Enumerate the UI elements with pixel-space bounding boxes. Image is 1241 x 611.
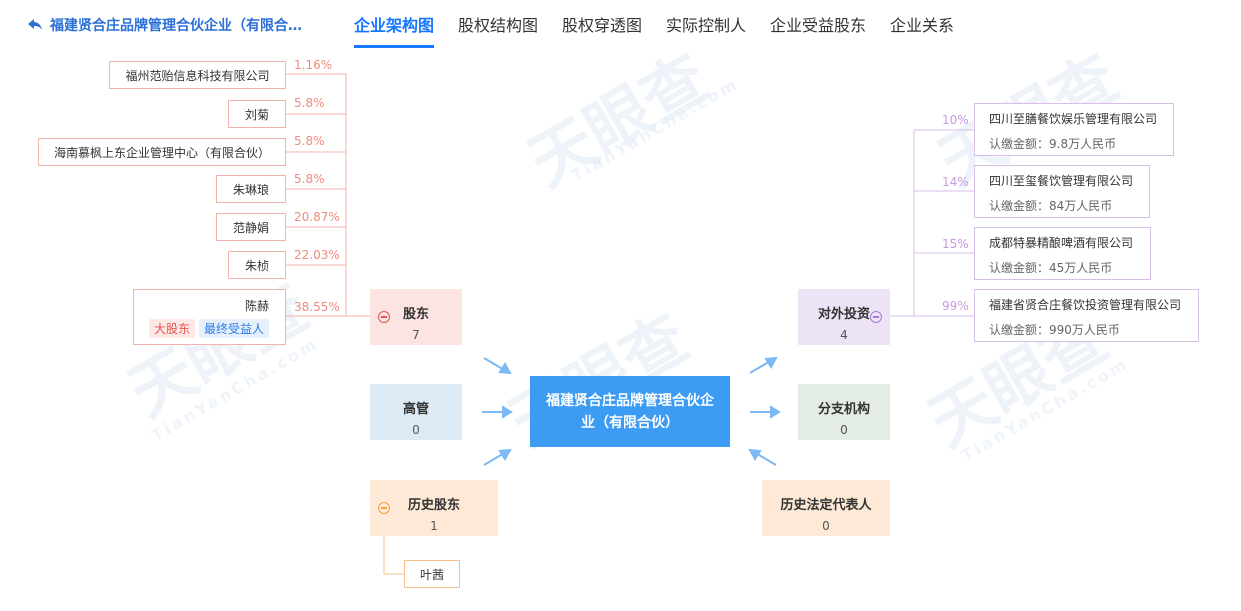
shareholder-item[interactable]: 范静娟 (216, 213, 286, 241)
shareholder-pct: 5.8% (294, 172, 325, 186)
category-label: 分支机构 (817, 402, 870, 417)
ultimate-beneficiary-badge: 最终受益人 (198, 319, 269, 338)
shareholder-name: 福州范贻信息科技有限公司 (125, 68, 270, 83)
collapse-icon[interactable] (870, 311, 882, 323)
investment-name: 四川至膳餐饮娱乐管理有限公司 (989, 112, 1158, 126)
category-count: 4 (840, 328, 848, 342)
back-arrow-icon (28, 19, 42, 30)
shareholder-pct: 1.16% (294, 58, 333, 72)
tab-equity-penetration[interactable]: 股权穿透图 (562, 16, 643, 35)
shareholder-name: 朱桢 (244, 258, 269, 273)
investment-amount: 认缴金额：45万人民币 (989, 261, 1113, 275)
shareholder-item[interactable]: 海南慕枫上东企业管理中心（有限合伙） (38, 138, 286, 166)
collapse-icon[interactable] (378, 311, 390, 323)
category-label: 股东 (402, 307, 429, 322)
major-shareholder-badge: 大股东 (148, 319, 195, 338)
center-company-name: 福建贤合庄品牌管理合伙企业（有限合伙） (546, 392, 714, 431)
category-count: 0 (822, 519, 830, 533)
back-link[interactable]: 福建贤合庄品牌管理合伙企业（有限合… (28, 13, 302, 37)
shareholder-name: 范静娟 (232, 220, 269, 235)
investment-amount: 认缴金额：84万人民币 (989, 199, 1113, 213)
active-tab-indicator (354, 45, 434, 48)
shareholder-item[interactable]: 福州范贻信息科技有限公司 (109, 61, 286, 89)
investment-amount: 认缴金额：990万人民币 (989, 323, 1120, 337)
tab-actual-controller[interactable]: 实际控制人 (666, 16, 747, 35)
history-shareholder-name: 叶茜 (419, 567, 444, 582)
category-count: 0 (840, 423, 848, 437)
investments-category[interactable]: 对外投资 4 (798, 289, 890, 345)
investment-item[interactable]: 四川至玺餐饮管理有限公司 认缴金额：84万人民币 (974, 165, 1150, 218)
investment-pct: 15% (942, 237, 969, 251)
tab-enterprise-relations[interactable]: 企业关系 (890, 16, 955, 35)
history-legal-rep-category[interactable]: 历史法定代表人 0 (762, 480, 890, 536)
tab-equity-structure[interactable]: 股权结构图 (458, 16, 539, 35)
shareholder-pct: 5.8% (294, 96, 325, 110)
history-shareholders-category[interactable]: 历史股东 1 (370, 480, 498, 536)
investment-pct: 99% (942, 299, 969, 313)
shareholder-name: 海南慕枫上东企业管理中心（有限合伙） (53, 145, 270, 160)
branches-category[interactable]: 分支机构 0 (798, 384, 890, 440)
center-company-node[interactable]: 福建贤合庄品牌管理合伙企业（有限合伙） (530, 376, 730, 447)
category-label: 历史法定代表人 (780, 498, 872, 513)
shareholder-name: 陈赫 (244, 299, 269, 313)
major-shareholder-card[interactable]: 陈赫 大股东 最终受益人 (133, 289, 286, 345)
investment-amount: 认缴金额：9.8万人民币 (989, 137, 1117, 151)
investment-pct: 14% (942, 175, 969, 189)
shareholder-name: 刘菊 (244, 107, 269, 122)
shareholder-item[interactable]: 朱桢 (228, 251, 286, 279)
category-label: 高管 (402, 402, 429, 417)
investment-name: 福建省贤合庄餐饮投资管理有限公司 (989, 298, 1182, 312)
shareholder-item[interactable]: 朱琳琅 (216, 175, 286, 203)
investment-item[interactable]: 福建省贤合庄餐饮投资管理有限公司 认缴金额：990万人民币 (974, 289, 1199, 342)
shareholder-pct: 5.8% (294, 134, 325, 148)
category-count: 7 (412, 328, 420, 342)
investment-pct: 10% (942, 113, 969, 127)
company-title: 福建贤合庄品牌管理合伙企业（有限合… (50, 18, 302, 34)
tab-beneficial-owners[interactable]: 企业受益股东 (770, 16, 867, 35)
shareholder-pct: 20.87% (294, 210, 340, 224)
category-label: 历史股东 (407, 498, 460, 513)
investment-name: 成都特暴精酿啤酒有限公司 (989, 236, 1134, 250)
collapse-icon[interactable] (378, 502, 390, 514)
category-count: 1 (430, 519, 438, 533)
history-shareholder-item[interactable]: 叶茜 (404, 560, 460, 588)
shareholders-category[interactable]: 股东 7 (370, 289, 462, 345)
investment-item[interactable]: 四川至膳餐饮娱乐管理有限公司 认缴金额：9.8万人民币 (974, 103, 1174, 156)
tab-enterprise-structure[interactable]: 企业架构图 (354, 16, 435, 35)
shareholder-pct: 38.55% (294, 300, 340, 314)
shareholder-pct: 22.03% (294, 248, 340, 262)
investment-name: 四川至玺餐饮管理有限公司 (989, 174, 1134, 188)
category-label: 对外投资 (817, 307, 870, 322)
investment-item[interactable]: 成都特暴精酿啤酒有限公司 认缴金额：45万人民币 (974, 227, 1151, 280)
shareholder-name: 朱琳琅 (232, 182, 269, 197)
shareholder-item[interactable]: 刘菊 (228, 100, 286, 128)
executives-category[interactable]: 高管 0 (370, 384, 462, 440)
category-count: 0 (412, 423, 420, 437)
